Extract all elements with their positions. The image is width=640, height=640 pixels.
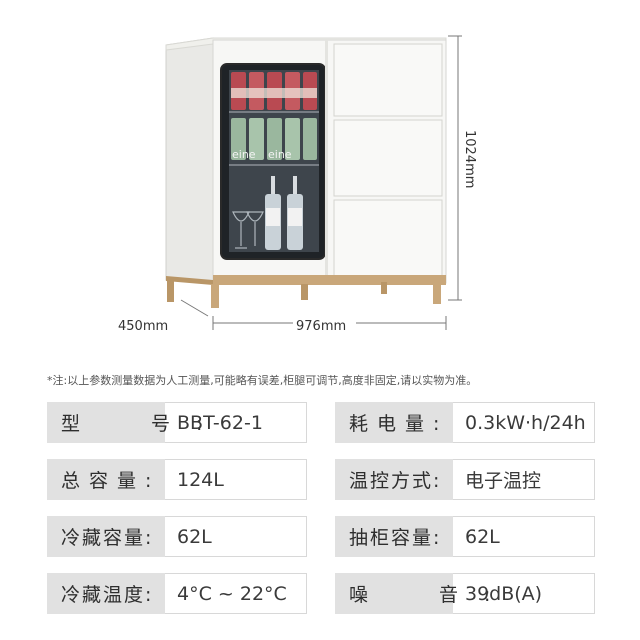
spec-row: 冷藏温度:4°C ~ 22°C 噪 音:39dB(A) <box>47 573 595 614</box>
cabinet-drawing: 1024mm 450mm 976mm eine <box>118 35 477 334</box>
spec-value: BBT-62-1 <box>165 402 307 443</box>
spec-cell: 温控方式:电子温控 <box>335 459 595 500</box>
spec-cell: 冷藏温度:4°C ~ 22°C <box>47 573 307 614</box>
cabinet-side <box>165 37 214 284</box>
width-label: 976mm <box>296 319 346 334</box>
spec-value: 39dB(A) <box>453 573 595 614</box>
spec-row: 总容量:124L 温控方式:电子温控 <box>47 459 595 500</box>
height-dimension-line <box>448 35 462 301</box>
spec-label: 抽柜容量: <box>335 516 453 557</box>
depth-label: 450mm <box>118 319 168 334</box>
side-base <box>166 276 213 285</box>
spec-label: 冷藏容量: <box>47 516 165 557</box>
spec-cell: 噪 音:39dB(A) <box>335 573 595 614</box>
can-row-top <box>231 72 317 110</box>
spec-label: 温控方式: <box>335 459 453 500</box>
spec-value: 62L <box>165 516 307 557</box>
spec-value: 电子温控 <box>453 459 595 500</box>
spec-row: 型 号:BBT-62-1 耗电量:0.3kW·h/24h <box>47 402 595 443</box>
spec-cell: 抽柜容量:62L <box>335 516 595 557</box>
can-row-middle: eine eine <box>231 118 317 161</box>
spec-value: 124L <box>165 459 307 500</box>
width-dimension-line <box>212 316 447 330</box>
spec-label: 冷藏温度: <box>47 573 165 614</box>
disclaimer-note: *注:以上参数测量数据为人工测量,可能略有误差,柜腿可调节,高度非固定,请以实物… <box>47 374 478 387</box>
spec-cell: 冷藏容量:62L <box>47 516 307 557</box>
spec-value: 0.3kW·h/24h <box>453 402 595 443</box>
can-label: eine <box>268 148 292 161</box>
wine-glasses <box>232 211 264 249</box>
leg-front-left <box>211 284 219 308</box>
drawer-top[interactable] <box>333 43 443 117</box>
spec-label: 噪 音: <box>335 573 490 614</box>
cabinet-base <box>213 275 446 285</box>
spec-value: 62L <box>453 516 595 557</box>
drawer-middle[interactable] <box>333 119 443 197</box>
leg-mid <box>301 284 308 300</box>
bottle-row <box>265 176 303 250</box>
spec-label: 型 号: <box>47 402 202 443</box>
spec-label: 总容量: <box>47 459 165 500</box>
spec-label: 耗电量: <box>335 402 453 443</box>
door-handle[interactable] <box>325 40 328 283</box>
leg-front-right <box>433 280 441 304</box>
leg-back-left <box>167 280 174 302</box>
drawer-bottom[interactable] <box>333 199 443 277</box>
spec-table: 型 号:BBT-62-1 耗电量:0.3kW·h/24h 总容量:124L 温控方式:… <box>47 402 595 630</box>
spec-value: 4°C ~ 22°C <box>165 573 307 614</box>
product-illustration: 1024mm 450mm 976mm eine <box>118 35 477 334</box>
can-label: eine <box>232 148 256 161</box>
depth-dimension-line <box>180 299 209 317</box>
spec-cell: 型 号:BBT-62-1 <box>47 402 307 443</box>
spec-cell: 总容量:124L <box>47 459 307 500</box>
height-label: 1024mm <box>462 130 477 188</box>
spec-cell: 耗电量:0.3kW·h/24h <box>335 402 595 443</box>
leg-mid-right <box>381 282 387 294</box>
